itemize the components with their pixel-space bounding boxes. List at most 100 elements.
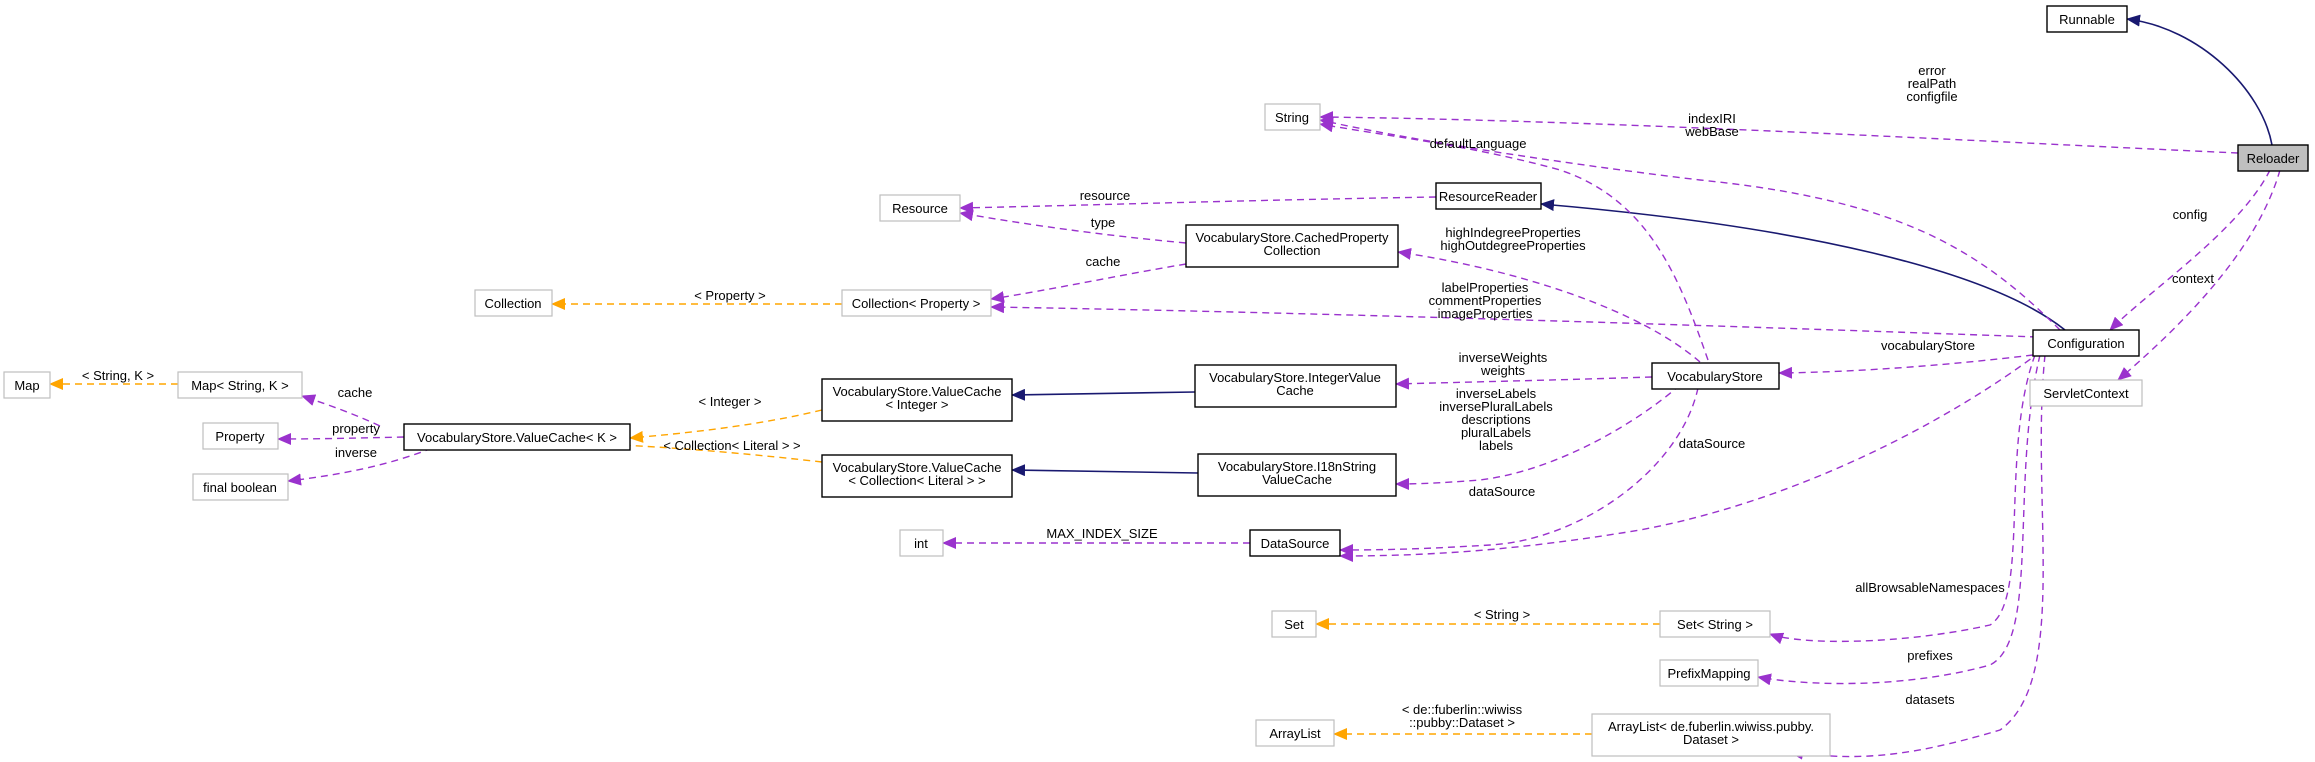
text-line: descriptions (1461, 412, 1531, 427)
svg-text:Configuration: Configuration (2047, 336, 2124, 351)
text-line: context (2172, 271, 2214, 286)
edge-config-prefix (1757, 354, 2041, 686)
text-line: config (2173, 207, 2208, 222)
edge-configuration-resourcereader (1540, 199, 2066, 331)
edge-reader-resource (959, 196, 1437, 214)
edge-label-config-prefix: prefixes (1907, 648, 1953, 663)
node-map-string-k[interactable]: Map< String, K > (177, 371, 303, 399)
text-line: ArrayList< de.fuberlin.wiwiss.pubby. (1608, 719, 1814, 734)
node-set-string[interactable]: Set< String > (1659, 610, 1771, 638)
node-servlet-context[interactable]: ServletContext (2029, 379, 2143, 407)
text-line: defaultLanguage (1430, 136, 1527, 151)
edge-label-set-template: < String > (1474, 607, 1530, 622)
node-string[interactable]: String (1264, 103, 1321, 131)
edge-label-array-template: < de::fuberlin::wiwiss::pubby::Dataset > (1402, 702, 1523, 730)
node-array-list[interactable]: ArrayList (1255, 719, 1335, 747)
svg-text:Collection< Property >: Collection< Property > (852, 296, 981, 311)
node-map[interactable]: Map (3, 371, 51, 399)
text-line: Runnable (2059, 12, 2115, 27)
text-line: property (332, 421, 380, 436)
node-configuration[interactable]: Configuration (2032, 329, 2140, 357)
node-runnable[interactable]: Runnable (2046, 5, 2128, 33)
svg-text:ServletContext: ServletContext (2043, 386, 2129, 401)
svg-text:Map< String, K >: Map< String, K > (191, 378, 289, 393)
node-property[interactable]: Property (202, 422, 279, 450)
edge-config-datasource (1339, 351, 2041, 562)
node-int[interactable]: int (899, 529, 944, 557)
text-line: Set< String > (1677, 617, 1753, 632)
edge-vocab-string (1319, 120, 1709, 361)
node-final-boolean[interactable]: final boolean (192, 473, 289, 501)
text-line: VocabularyStore.CachedProperty (1196, 230, 1389, 245)
node-array-list-dataset[interactable]: ArrayList< de.fuberlin.wiwiss.pubby.Data… (1591, 713, 1831, 757)
edge-config-arraylist (1789, 354, 2046, 760)
text-line: VocabularyStore.ValueCache (833, 384, 1002, 399)
svg-text:VocabularyStore.ValueCache< Co: VocabularyStore.ValueCache< Collection< … (833, 460, 1002, 488)
edge-label-config-set: allBrowsableNamespaces (1855, 580, 2005, 595)
text-line: cache (338, 385, 373, 400)
node-vocabulary-store[interactable]: VocabularyStore (1651, 362, 1780, 390)
edge-valuecache-map (301, 394, 381, 427)
node-collection[interactable]: Collection (474, 289, 553, 317)
edge-label-valuecache-property: property (332, 421, 380, 436)
text-line: allBrowsableNamespaces (1855, 580, 2005, 595)
text-line: Reloader (2247, 151, 2300, 166)
text-line: prefixes (1907, 648, 1953, 663)
edge-vocab-i18n (1395, 384, 1681, 490)
text-line: labels (1479, 438, 1513, 453)
edge-i18n-valuecache-literal (1011, 464, 1199, 477)
text-line: ServletContext (2043, 386, 2129, 401)
text-line: DataSource (1261, 536, 1330, 551)
text-line: < Collection< Literal > > (663, 438, 800, 453)
node-value-cache-integer[interactable]: VocabularyStore.ValueCache< Integer > (821, 378, 1013, 422)
text-line: Collection (484, 296, 541, 311)
node-value-cache-k[interactable]: VocabularyStore.ValueCache< K > (403, 423, 631, 451)
svg-text:ResourceReader: ResourceReader (1439, 189, 1538, 204)
text-line: Set (1284, 617, 1304, 632)
text-line: labelProperties (1442, 280, 1529, 295)
text-line: inversePluralLabels (1439, 399, 1553, 414)
edge-label-map-template: < String, K > (82, 368, 154, 383)
text-line: VocabularyStore.ValueCache (833, 460, 1002, 475)
text-line: < de::fuberlin::wiwiss (1402, 702, 1523, 717)
text-line: int (914, 536, 928, 551)
text-line: MAX_INDEX_SIZE (1046, 526, 1158, 541)
text-line: resource (1080, 188, 1131, 203)
node-collection-property[interactable]: Collection< Property > (841, 289, 992, 317)
svg-text:DataSource: DataSource (1261, 536, 1330, 551)
text-line: < String > (1474, 607, 1530, 622)
text-line: ::pubby::Dataset > (1409, 715, 1515, 730)
edge-reloader-context (2117, 169, 2281, 381)
edge-label-vocab-datasource: dataSource (1469, 484, 1536, 499)
svg-text:ArrayList: ArrayList (1269, 726, 1321, 741)
text-line: inverseLabels (1456, 386, 1537, 401)
text-line: weights (1480, 363, 1526, 378)
node-data-source[interactable]: DataSource (1249, 529, 1341, 557)
text-line: VocabularyStore.ValueCache< K > (417, 430, 617, 445)
text-line: Configuration (2047, 336, 2124, 351)
text-line: commentProperties (1429, 293, 1542, 308)
text-line: Property (215, 429, 265, 444)
node-resource[interactable]: Resource (879, 194, 961, 222)
edge-vocab-datasource (1339, 387, 1699, 556)
svg-text:Set< String >: Set< String > (1677, 617, 1753, 632)
node-reloader[interactable]: Reloader (2237, 144, 2309, 172)
edge-vocab-integervaluecache (1395, 376, 1653, 390)
edge-valuecache-property (277, 432, 405, 445)
svg-text:PrefixMapping: PrefixMapping (1667, 666, 1750, 681)
text-line: < Property > (694, 288, 766, 303)
edge-reloader-string (1319, 111, 2239, 154)
node-value-cache-collection-literal[interactable]: VocabularyStore.ValueCache< Collection< … (821, 454, 1013, 498)
node-prefix-mapping[interactable]: PrefixMapping (1659, 659, 1759, 687)
node-set[interactable]: Set (1271, 610, 1317, 638)
node-resource-reader[interactable]: ResourceReader (1435, 182, 1542, 210)
